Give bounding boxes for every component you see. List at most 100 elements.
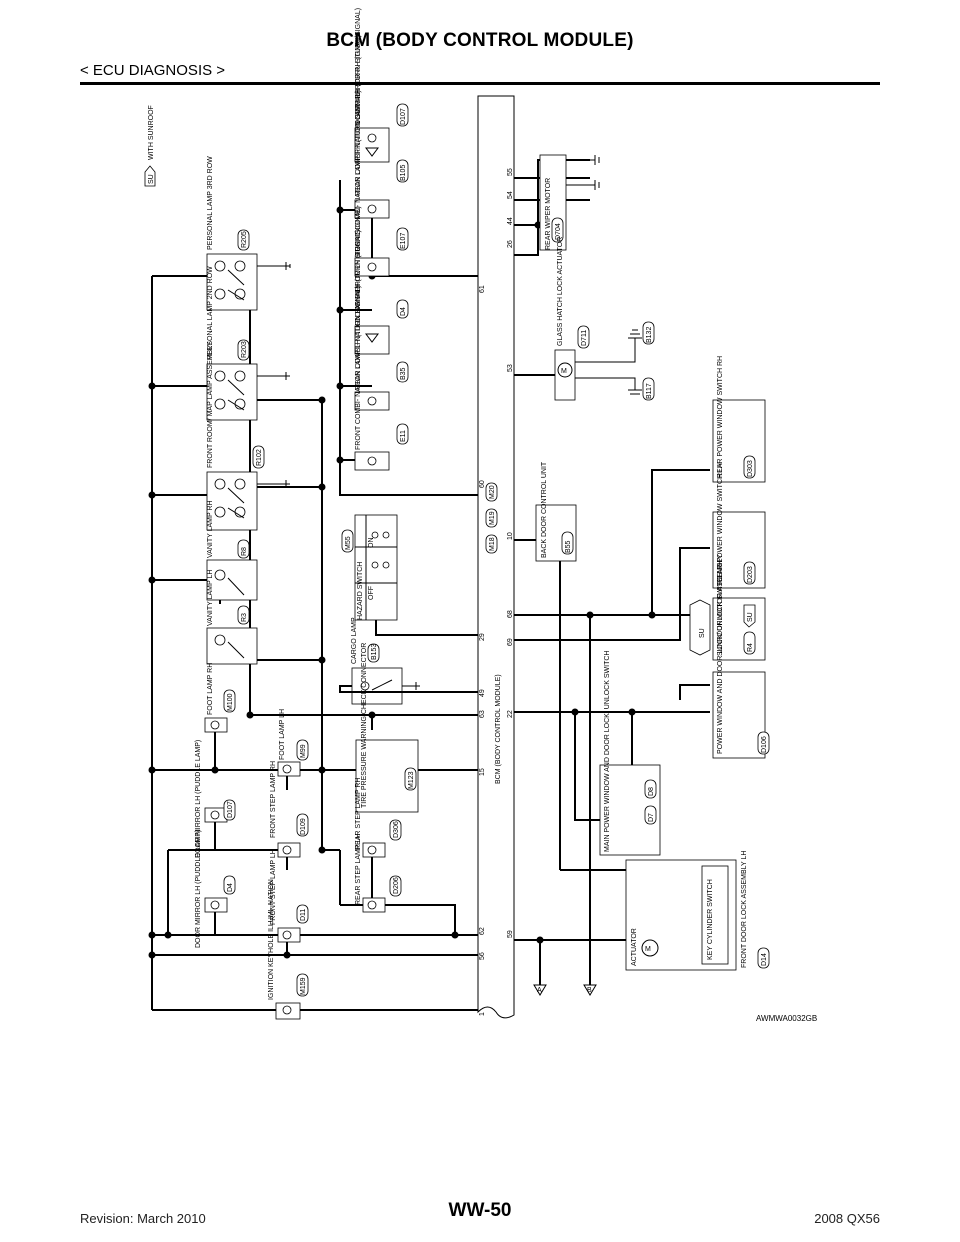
main-pw-conn-d8: D8 (648, 787, 655, 796)
terminal-22: 22 (507, 710, 514, 718)
step-lh-label: FRONT STEP LAMP LH (270, 849, 277, 925)
bcm-module: BCM (BODY CONTROL MODULE) M18 M19 M20 1 … (477, 95, 515, 1019)
puddle-rh-label: DOOR MIRROR LH (PUDDLE LAMP) (195, 740, 202, 858)
rear-pw-lh-label: REAR POWER WINDOW SWITCH LH (717, 463, 724, 584)
terminal-59: 59 (507, 930, 514, 938)
tire-pressure-conn: M123 (408, 771, 415, 789)
rear-combi-rh-label: REAR COMBI- NATION LAMP RH (TURN SIGNAL) (355, 35, 362, 196)
foot-lh-label: FOOT LAMP LH (279, 709, 286, 760)
foot-lamp-lh: FOOT LAMP LH M99 (277, 709, 309, 777)
revision-date: Revision: March 2010 (80, 1211, 206, 1226)
actuator-motor-symbol: M (645, 946, 651, 953)
key-cylinder-label: KEY CYLINDER SWITCH (707, 879, 714, 960)
legend-text: WITH SUNROOF (148, 105, 155, 160)
section-label: < ECU DIAGNOSIS > (80, 62, 226, 79)
rear-wiper-label: REAR WIPER MOTOR (545, 178, 552, 250)
personal-lamp-r205-conn: R205 (241, 231, 248, 248)
door-mirror-lh-turn: DOOR MIRROR LH (TURN SIGNAL) D4 (354, 206, 409, 355)
mirror-lh-turn-label: DOOR MIRROR LH (TURN SIGNAL) (355, 206, 362, 322)
terminal-15: 15 (479, 768, 486, 776)
front-room-map-conn: R102 (256, 449, 263, 466)
vanity-lamp-lh: VANITY LAMP LH R3 (206, 570, 258, 665)
rear-step-lamp-lh: REAR STEP LAMP LH D206 (355, 834, 402, 913)
back-door-conn: B55 (565, 540, 572, 553)
back-door-label: BACK DOOR CONTROL UNIT (541, 461, 548, 558)
foot-lh-conn: M99 (300, 744, 307, 758)
figure-ref: AWMWA0032GB (756, 1014, 818, 1023)
terminal-49: 49 (479, 689, 486, 697)
vanity-rh-label: VANITY LAMP RH (207, 500, 214, 558)
puddle-lh-conn: D4 (227, 883, 234, 892)
rear-step-rh-conn: D306 (393, 821, 400, 838)
vanity-lamp-rh: VANITY LAMP RH R8 (206, 500, 258, 601)
main-pw-door-lock-switch: MAIN POWER WINDOW AND DOOR LOCK/ UNLOCK … (599, 651, 661, 856)
main-pw-switch-label: MAIN POWER WINDOW AND DOOR LOCK/ UNLOCK … (604, 651, 611, 852)
mirror-lh-turn-conn: D4 (400, 307, 407, 316)
terminal-10: 10 (507, 532, 514, 540)
step-lh-conn: D11 (300, 909, 307, 921)
rear-step-lamp-rh: REAR STEP LAMP RH D306 (355, 778, 402, 858)
puddle-lh-label: DOOR MIRROR LH (PUDDLE LAMP) (195, 830, 202, 948)
glass-hatch-conn: D711 (581, 330, 588, 346)
ignition-conn: M159 (300, 977, 307, 995)
terminal-62: 62 (479, 927, 486, 935)
ground-b132: B132 (646, 327, 653, 343)
mirror-rh-turn-conn: D107 (400, 108, 407, 125)
foot-lamp-rh: FOOT LAMP RH M100 (204, 663, 236, 733)
rear-pw-switch-lh: REAR POWER WINDOW SWITCH LH D203 (712, 463, 766, 589)
vanity-lh-conn: R3 (241, 613, 248, 622)
rear-combi-lamp-rh: REAR COMBI- NATION LAMP RH (TURN SIGNAL)… (354, 35, 409, 219)
rear-step-rh-label: REAR STEP LAMP RH (355, 778, 362, 851)
front-combi-lh-label: FRONT COMBI- NATION LAMP LH (TURN SIGNAL… (355, 285, 362, 450)
door-mirror-puddle-lh: DOOR MIRROR LH (PUDDLE LAMP) D4 (195, 830, 236, 948)
hazard-conn: M55 (345, 536, 352, 550)
bcm-conn-0: M18 (489, 537, 496, 551)
front-combi-rh-conn: E107 (400, 233, 407, 249)
glass-hatch-label: GLASS HATCH LOCK ACTUATOR (557, 237, 564, 346)
terminal-26: 26 (507, 240, 514, 248)
ignition-keyhole-illumination: IGNITION KEYHOLE ILLUMI- NATION M159 (268, 879, 309, 1020)
offpage-a: A (537, 987, 542, 994)
front-room-map-lamp: FRONT ROOM/ MAP LAMP ASSEMBLY R102 (206, 341, 290, 531)
back-door-control-unit: BACK DOOR CONTROL UNIT B55 (535, 461, 577, 562)
front-combi-lh-conn: E11 (400, 430, 407, 442)
terminal-61: 61 (479, 285, 486, 293)
terminal-55: 55 (507, 168, 514, 176)
front-combi-lamp-lh: FRONT COMBI- NATION LAMP LH (TURN SIGNAL… (354, 285, 409, 471)
glass-hatch-actuator: M GLASS HATCH LOCK ACTUATOR D711 B132 B1… (554, 237, 655, 401)
rear-step-lh-conn: D206 (393, 877, 400, 894)
legend-code: SU (148, 174, 155, 184)
door-mirror-rh-turn: DOOR MIRROR RH (TURN SIGNAL) D107 (354, 8, 409, 163)
terminal-56: 56 (479, 952, 486, 960)
rear-combi-lh-label: REAR COMBI- NATION LAMP LH (TURN SIGNAL) (355, 230, 362, 390)
terminal-60: 60 (479, 480, 486, 488)
sunroof-option-badge: SU (747, 612, 754, 622)
front-combi-lamp-rh: FRONT COMBI- NATION LAMP RH (TURN SIGNAL… (354, 90, 409, 277)
puddle-rh-conn: D107 (227, 801, 234, 818)
actuator-label: ACTUATOR (631, 928, 638, 966)
bcm-label: BCM (BODY CONTROL MODULE) (495, 674, 502, 784)
front-door-lock-assembly: M ACTUATOR KEY CYLINDER SWITCH FRONT DOO… (625, 851, 770, 971)
hazard-label: HAZARD SWITCH (357, 562, 364, 620)
hazard-on: ON (368, 538, 375, 549)
bcm-conn-2: M20 (489, 485, 496, 499)
terminal-44: 44 (507, 217, 514, 225)
motor-symbol: M (561, 368, 567, 375)
hazard-off: OFF (368, 586, 375, 600)
tire-pressure-connector: TIRE PRESSURE WARNING CHECK CONNECTOR M1… (355, 643, 419, 813)
sunroof-motor-assembly: SU SUNROOF MOTOR ASSEMBLY R4 SU (689, 554, 766, 661)
foot-rh-label: FOOT LAMP RH (207, 663, 214, 715)
personal-lamp-2nd-row: PERSONAL LAMP 2ND ROW R203 (206, 266, 290, 421)
rear-wiper-conn: D704 (555, 223, 562, 240)
tire-pressure-label: TIRE PRESSURE WARNING CHECK CONNECTOR (361, 643, 368, 808)
rear-pw-switch-rh: REAR POWER WINDOW SWITCH RH D303 (712, 356, 766, 483)
step-rh-conn: D109 (300, 818, 307, 835)
cargo-lamp-conn: B153 (371, 644, 378, 660)
step-rh-label: FRONT STEP LAMP RH (270, 761, 277, 838)
vanity-lh-label: VANITY LAMP LH (207, 570, 214, 626)
front-room-map-label: FRONT ROOM/ MAP LAMP ASSEMBLY (207, 341, 214, 468)
sunroof-conn: R4 (747, 643, 754, 652)
legend-sunroof: SU WITH SUNROOF (144, 105, 156, 187)
terminal-54: 54 (507, 191, 514, 199)
